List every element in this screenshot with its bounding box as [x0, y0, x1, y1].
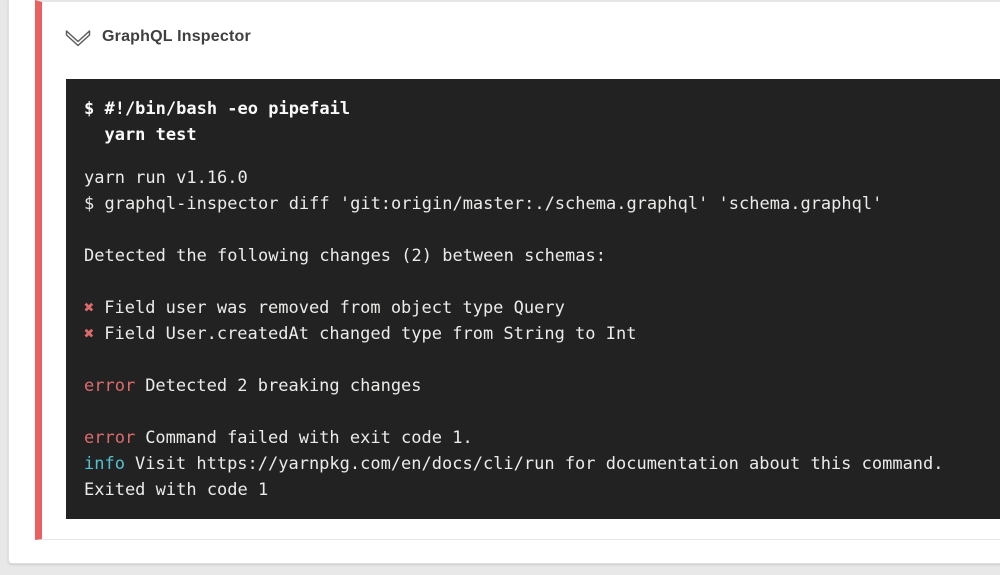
command-line: $ #!/bin/bash -eo pipefail — [84, 99, 351, 119]
output-line: error Command failed with exit code 1. — [84, 425, 982, 451]
step-title: GraphQL Inspector — [102, 28, 251, 45]
output-line-blank — [84, 347, 982, 373]
output-text: $ graphql-inspector diff 'git:origin/mas… — [84, 194, 883, 214]
output-text: Exited with code 1 — [84, 480, 269, 500]
output-line: $ graphql-inspector diff 'git:origin/mas… — [84, 191, 982, 217]
output-text: Visit https://yarnpkg.com/en/docs/cli/ru… — [134, 454, 944, 474]
output-text: Field User.createdAt changed type from S… — [104, 324, 637, 344]
output-line-blank — [84, 217, 982, 243]
command-block: $ #!/bin/bash -eo pipefail yarn test — [84, 96, 982, 148]
output-text: Detected 2 breaking changes — [145, 376, 422, 396]
output-line: Detected the following changes (2) betwe… — [84, 243, 982, 269]
output-line: Exited with code 1 — [84, 477, 982, 503]
output-text: Command failed with exit code 1. — [145, 428, 473, 448]
terminal-output: $ #!/bin/bash -eo pipefail yarn test yar… — [66, 79, 1000, 519]
cross-icon: ✖ — [84, 324, 95, 344]
output-text: yarn run v1.16.0 — [84, 168, 248, 188]
error-label: error — [84, 428, 136, 448]
step-header[interactable]: GraphQL Inspector — [42, 2, 342, 49]
error-label: error — [84, 376, 136, 396]
output-text: Field user was removed from object type … — [104, 298, 565, 318]
output-line: info Visit https://yarnpkg.com/en/docs/cl… — [84, 451, 982, 477]
output-line: ✖ Field User.createdAt changed type from … — [84, 321, 982, 347]
info-label: info — [84, 454, 125, 474]
failed-step-section: GraphQL Inspector $ #!/bin/bash -eo pipe… — [35, 0, 1000, 540]
build-step-card: GraphQL Inspector $ #!/bin/bash -eo pipe… — [8, 0, 1000, 564]
command-line: yarn test — [84, 125, 197, 145]
output-block: yarn run v1.16.0 $ graphql-inspector dif… — [84, 165, 982, 503]
output-line: error Detected 2 breaking changes — [84, 373, 982, 399]
output-line-blank — [84, 269, 982, 295]
collapse-chevron-icon[interactable] — [64, 25, 92, 49]
output-line-blank — [84, 399, 982, 425]
output-line: ✖ Field user was removed from object type… — [84, 295, 982, 321]
output-text: Detected the following changes (2) betwe… — [84, 246, 606, 266]
output-line: yarn run v1.16.0 — [84, 165, 982, 191]
cross-icon: ✖ — [84, 298, 95, 318]
